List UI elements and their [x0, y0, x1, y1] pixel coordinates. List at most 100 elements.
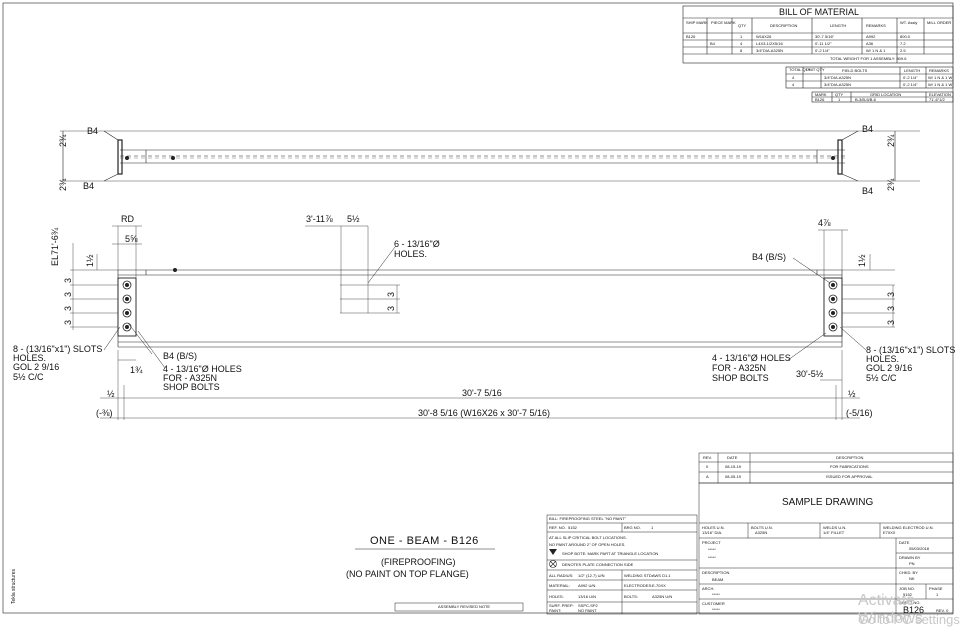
- rev-cell: FOR FABRICATIONS: [830, 464, 869, 469]
- bolts-cell: 4: [792, 82, 795, 87]
- dim-three: 3: [63, 305, 73, 311]
- caption-title: ONE - BEAM - B126: [370, 535, 479, 547]
- tb-project-val1: *****: [708, 547, 716, 552]
- elevation-view: [70, 225, 895, 420]
- notes-material-val: A992 U/N: [578, 583, 596, 588]
- mark-table: [811, 91, 954, 103]
- holes4-right-3: SHOP BOLTS: [712, 373, 769, 383]
- slots-note-right-2: HOLES.: [866, 354, 900, 364]
- bom-header-remarks: REMARKS: [866, 23, 886, 28]
- notes-surf-val: SSPC-SP2: [578, 603, 598, 608]
- tb-welds-un-val: 1/4" FILLET: [823, 530, 845, 535]
- tb-drawn-val: PN: [909, 561, 915, 566]
- notes-box: [394, 514, 698, 615]
- mark-cell: 1: [838, 97, 841, 102]
- bom-cell: 2.5: [900, 48, 906, 53]
- tb-chkd-val: NK: [909, 576, 915, 581]
- rev-cell: 0: [706, 464, 709, 469]
- b4-label-bottom-left: B4: [83, 181, 95, 191]
- tb-description-val: BEAM: [712, 577, 724, 582]
- rev-cell: A: [706, 474, 709, 479]
- b4-label-top-right: B4: [862, 124, 874, 134]
- dim-three: 3: [386, 291, 396, 297]
- notes-ref-val: 5152: [568, 525, 577, 530]
- dim-three: 3: [386, 305, 396, 311]
- slots-note-right-4: 5½ C/C: [866, 373, 897, 383]
- right-bolt-holes: [828, 280, 838, 332]
- notes-ref: REF. NO.: [549, 525, 566, 530]
- tb-date: DATE: [899, 540, 910, 545]
- tb-chkd: CHKD. BY: [899, 570, 918, 575]
- bom-table: [682, 5, 954, 64]
- dim-three: 3: [886, 319, 896, 325]
- notes-surf: SURF. PREP:: [549, 603, 574, 608]
- bolts-cell: 4: [792, 75, 795, 80]
- rev-cell: 08-05-19: [725, 474, 742, 479]
- bolts-header: UNIT QTY: [806, 67, 825, 72]
- caption-line1: (FIREPROOFING): [381, 557, 456, 567]
- mark-header: ELEVATION: [929, 92, 951, 97]
- notes-paint-val: NO PAINT: [578, 608, 597, 613]
- drawing-title: SAMPLE DRAWING: [782, 497, 874, 508]
- notes-line1: AT ALL SLIP CRITICAL BOLT LOCATIONS.: [549, 535, 627, 540]
- plan-dim-tl: 2¾: [58, 134, 68, 147]
- tb-sheet: SHEET NO.: [899, 600, 921, 605]
- notes-weld-std-val: AWS D1.1: [652, 573, 671, 578]
- slots-note-left-4: 5½ C/C: [13, 372, 44, 382]
- notes-paint: PAINT:: [549, 608, 562, 613]
- bom-cell: W/ 1 N & 1: [866, 48, 886, 53]
- mark-header: GRID LOCATION: [870, 92, 902, 97]
- rev-cell: ISSUED FOR APPROVAL: [826, 474, 873, 479]
- tb-bolts-un-val: A325N: [755, 530, 768, 535]
- dim-three: 3: [886, 305, 896, 311]
- caption-line2: (NO PAINT ON TOP FLANGE): [346, 569, 469, 579]
- dim-1-1-2-left: 1½: [85, 254, 95, 267]
- bom-cell: B126: [686, 34, 696, 39]
- notes-brg-val: 1: [651, 525, 654, 530]
- notes-radius-val: 1/2" (12.7) U/N: [578, 573, 605, 578]
- bom-cell: B4: [710, 41, 715, 46]
- notes-holes: HOLES:: [549, 594, 564, 599]
- notes-bolts: BOLTS:: [624, 594, 638, 599]
- tb-electrode-un: WELDING ELECTROD U.N.: [883, 525, 934, 530]
- dim-5-5-8: 5⅝: [125, 234, 138, 244]
- dim-5-1-2: 5½: [347, 214, 360, 224]
- activate-windows-settings-link[interactable]: Go to PC settings: [858, 612, 960, 627]
- mark-cell: B-3/B-5/B-6: [855, 97, 876, 102]
- bom-cell: W16X26: [756, 34, 772, 39]
- holes4-right-1: 4 - 13/16"Ø HOLES: [712, 353, 791, 363]
- dim-half-left: ½: [107, 389, 115, 399]
- mid-holes-note-line1: 6 - 13/16"Ø: [394, 239, 440, 249]
- notes-radius: ALL RADIUS:: [549, 573, 574, 578]
- bom-title: BILL OF MATERIAL: [779, 7, 860, 17]
- notes-bolts-val: A325N U/N: [652, 594, 673, 599]
- tb-arch-val: *****: [712, 592, 720, 597]
- holes4-left-2: FOR - A325N: [163, 373, 218, 383]
- tb-project-val2: *****: [708, 555, 716, 560]
- mark-cell: B126: [815, 97, 825, 102]
- slots-note-left-1: 8 - (13/16"x1") SLOTS: [13, 344, 103, 354]
- tb-drawn: DRAWN BY: [899, 555, 921, 560]
- rd-label: RD: [121, 214, 134, 224]
- elevation-label: EL71'-6¾: [50, 227, 60, 266]
- bom-cell: 0'-11 1/2": [815, 41, 832, 46]
- b4-bs-left: B4 (B/S): [163, 351, 198, 361]
- bom-header-ship-mark: SHIP MARK: [686, 20, 708, 25]
- notes-triangle: SHOP BOTE: MARK PART AT TRIANGLE LOCATIO…: [562, 551, 659, 556]
- dim-30-5-1-2: 30'-5½: [796, 369, 824, 379]
- notes-material: MATERIAL:: [549, 583, 570, 588]
- dim-30-7-5-16: 30'-7 5/16: [462, 388, 502, 398]
- rev-header-rev: REV.: [703, 455, 712, 460]
- tb-phase-val: 1: [936, 592, 939, 597]
- holes4-left-3: SHOP BOLTS: [163, 382, 220, 392]
- bolts-cell: 3/4"DIA.A325N: [824, 82, 851, 87]
- bom-cell: 30'-7 5/16": [815, 34, 835, 39]
- dim-three: 3: [63, 277, 73, 283]
- tb-description: DESCRIPTION: [702, 570, 730, 575]
- tb-arch: ARCH.: [702, 586, 715, 591]
- tb-bolts-un: BOLTS U.N.: [751, 525, 773, 530]
- notes-weld-std: WELDING STD:: [624, 573, 653, 578]
- bolts-header: LENGTH: [904, 68, 921, 73]
- title-block: [698, 482, 954, 615]
